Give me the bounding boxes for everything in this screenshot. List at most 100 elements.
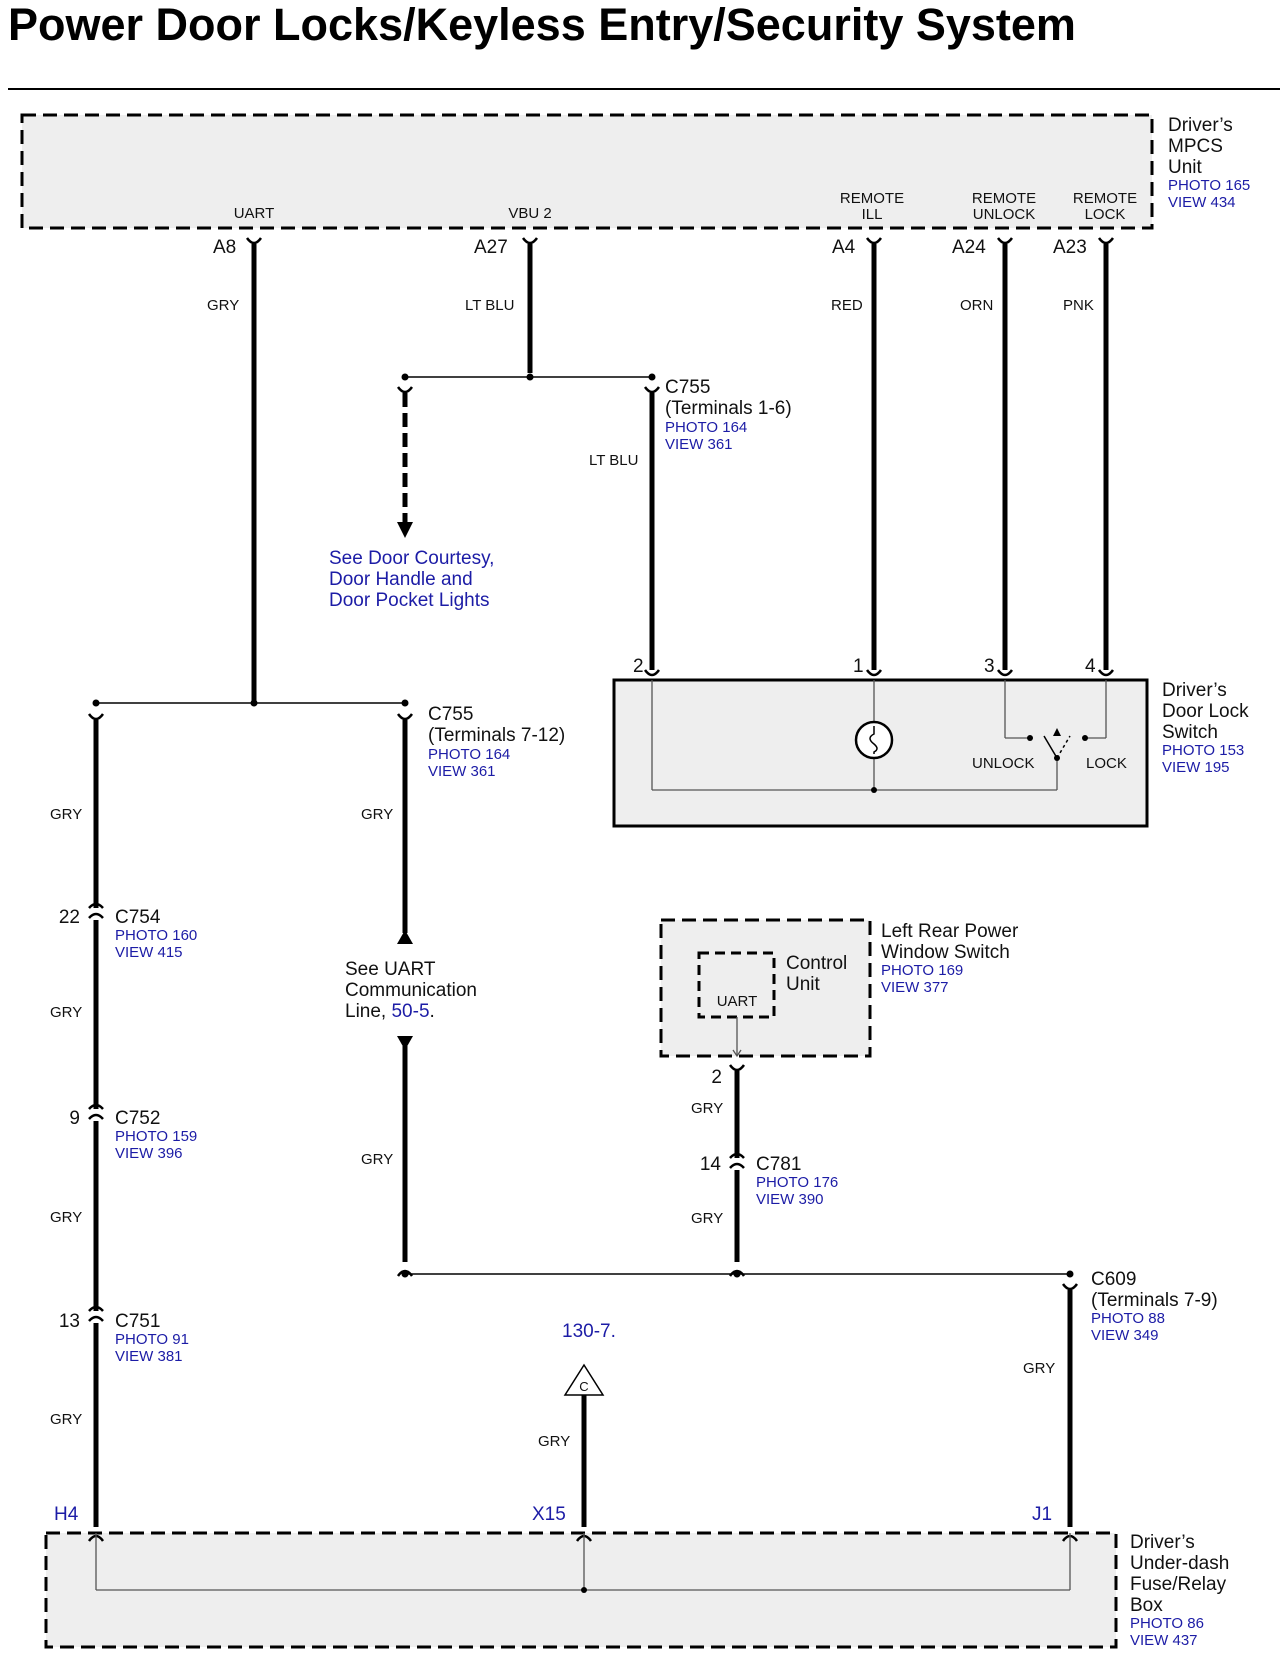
pin-a4: A4 <box>832 237 856 258</box>
control-unit-arrow <box>732 1049 742 1058</box>
c751-photo: PHOTO 91 <box>115 1331 189 1348</box>
c755b-terminals: (Terminals 7-12) <box>428 725 565 746</box>
c755a-terminals: (Terminals 1-6) <box>665 398 792 419</box>
rws-photo: PHOTO 169 <box>881 962 963 979</box>
control-unit-label-1: Control <box>786 953 847 974</box>
pin-a24: A24 <box>952 237 986 258</box>
mpcs-photo: PHOTO 165 <box>1168 177 1250 194</box>
control-unit-uart: UART <box>717 993 758 1010</box>
c755a-wire: LT BLU <box>589 452 638 469</box>
c609-name: C609 <box>1091 1269 1136 1290</box>
dls-pin-3: 3 <box>984 656 995 677</box>
mpcs-label-remote-ill-2: ILL <box>862 206 883 223</box>
rws-wire <box>728 1063 746 1262</box>
vbu2-split <box>396 373 661 670</box>
dls-name-2: Door Lock <box>1162 701 1249 722</box>
fuse-pin-j1: J1 <box>1032 1504 1052 1525</box>
mpcs-name-3: Unit <box>1168 157 1203 178</box>
c755b-wire-top: GRY <box>361 806 393 823</box>
left-wire-2: GRY <box>50 1004 82 1021</box>
wire-color-a27: LT BLU <box>465 297 514 314</box>
control-unit-label-2: Unit <box>786 974 821 995</box>
fuse-name-1: Driver’s <box>1130 1532 1195 1553</box>
mpcs-label-remote-lock-2: LOCK <box>1085 206 1126 223</box>
c781-pin: 14 <box>700 1154 722 1175</box>
fuse-name-2: Under-dash <box>1130 1553 1229 1574</box>
c609-view: VIEW 349 <box>1091 1327 1159 1344</box>
wire-color-a4: RED <box>831 297 863 314</box>
c751-name: C751 <box>115 1311 160 1332</box>
c754-pin: 22 <box>59 907 80 928</box>
see-uart-2: Communication <box>345 980 477 1001</box>
c752-name: C752 <box>115 1108 160 1129</box>
dls-view: VIEW 195 <box>1162 759 1230 776</box>
door-lock-switch-forks <box>643 668 1115 677</box>
c752-photo: PHOTO 159 <box>115 1128 197 1145</box>
fuse-box-internal <box>87 1533 1079 1593</box>
rws-wire-top: GRY <box>691 1100 723 1117</box>
see-courtesy-link-1[interactable]: See Door Courtesy, <box>329 548 494 569</box>
rws-view: VIEW 377 <box>881 979 949 996</box>
fuse-pin-x15: X15 <box>532 1504 566 1525</box>
c781-view: VIEW 390 <box>756 1191 824 1208</box>
dls-pin-2: 2 <box>633 656 644 677</box>
mpcs-label-vbu2: VBU 2 <box>508 205 551 222</box>
c781-name: C781 <box>756 1154 801 1175</box>
mpcs-label-remote-lock-1: REMOTE <box>1073 190 1137 207</box>
c755b-wire-bottom: GRY <box>361 1151 393 1168</box>
mpcs-label-remote-unlock-1: REMOTE <box>972 190 1036 207</box>
fuse-name-4: Box <box>1130 1595 1163 1616</box>
c609-photo: PHOTO 88 <box>1091 1310 1165 1327</box>
see-courtesy-link-3[interactable]: Door Pocket Lights <box>329 590 490 611</box>
mpcs-label-uart: UART <box>234 205 275 222</box>
rws-wire-bottom: GRY <box>691 1210 723 1227</box>
c754-name: C754 <box>115 907 161 928</box>
c752-view: VIEW 396 <box>115 1145 183 1162</box>
door-lock-switch-internal <box>651 680 1107 793</box>
rws-name-1: Left Rear Power <box>881 921 1019 942</box>
c754-view: VIEW 415 <box>115 944 183 961</box>
c754-photo: PHOTO 160 <box>115 927 197 944</box>
c609-wire: GRY <box>1023 1360 1055 1377</box>
fuse-photo: PHOTO 86 <box>1130 1615 1204 1632</box>
pin-a8: A8 <box>213 237 236 258</box>
ref-letter: C <box>579 1379 588 1394</box>
wire-color-a8: GRY <box>207 297 239 314</box>
left-wire-1: GRY <box>50 806 82 823</box>
uart-split <box>87 699 414 1278</box>
left-wire-3: GRY <box>50 1209 82 1226</box>
pin-a27: A27 <box>474 237 508 258</box>
see-uart-3: Line, 50-5. <box>345 1001 435 1022</box>
wire-color-a24: ORN <box>960 297 993 314</box>
inline-connectors-left <box>88 902 104 1323</box>
fuse-pin-h4: H4 <box>54 1504 79 1525</box>
c755b-view: VIEW 361 <box>428 763 496 780</box>
c609-terminals: (Terminals 7-9) <box>1091 1290 1218 1311</box>
c752-pin: 9 <box>69 1108 80 1129</box>
dls-name-3: Switch <box>1162 722 1218 743</box>
mpcs-unit-box <box>20 113 1154 230</box>
mpcs-name-1: Driver’s <box>1168 115 1233 136</box>
rear-window-switch-box <box>659 918 872 1058</box>
see-uart-link[interactable]: 50-5 <box>391 1001 429 1022</box>
see-uart-1: See UART <box>345 959 436 980</box>
rws-pin: 2 <box>711 1067 722 1088</box>
mpcs-label-remote-ill-1: REMOTE <box>840 190 904 207</box>
dls-lock-label: LOCK <box>1086 755 1127 772</box>
left-wire-4: GRY <box>50 1411 82 1428</box>
c751-view: VIEW 381 <box>115 1348 183 1365</box>
see-courtesy-link-2[interactable]: Door Handle and <box>329 569 473 590</box>
pin-a23: A23 <box>1053 237 1087 258</box>
c751-pin: 13 <box>59 1311 80 1332</box>
ref-130-7-link[interactable]: 130-7. <box>562 1321 616 1342</box>
dls-pin-1: 1 <box>853 656 864 677</box>
ref-c-wire-color: GRY <box>538 1433 570 1450</box>
dls-unlock-label: UNLOCK <box>972 755 1035 772</box>
bulb-icon <box>854 720 894 760</box>
page-title: Power Door Locks/Keyless Entry/Security … <box>8 0 1076 50</box>
fuse-view: VIEW 437 <box>1130 1632 1198 1649</box>
rws-name-2: Window Switch <box>881 942 1010 963</box>
c781-photo: PHOTO 176 <box>756 1174 838 1191</box>
c755a-photo: PHOTO 164 <box>665 419 747 436</box>
